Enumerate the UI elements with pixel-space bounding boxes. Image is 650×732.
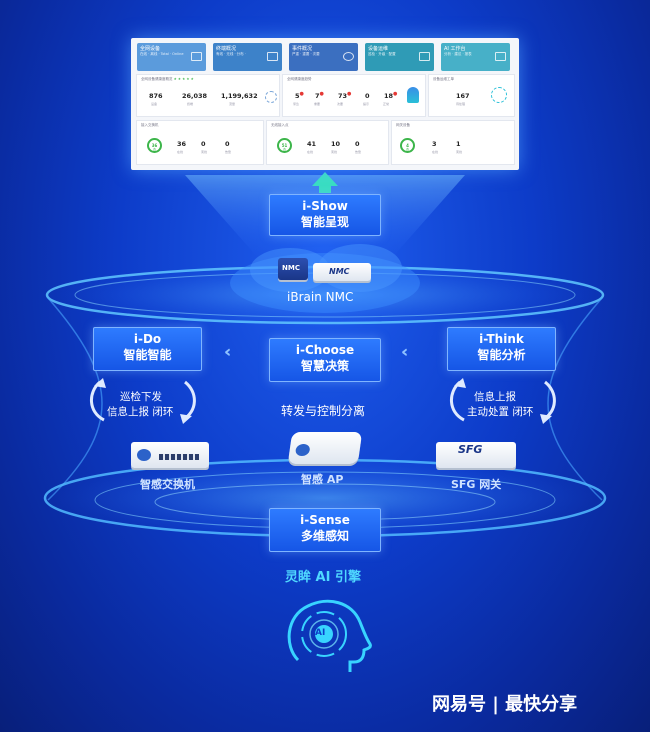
- upper-ring-glow: [45, 265, 605, 325]
- up-arrow-icon: [312, 172, 338, 193]
- ap-label: 智感 AP: [301, 473, 344, 486]
- switch-label: 智感交换机: [140, 478, 195, 491]
- dashboard-card-events: 事件概况严重 · 重要 · 次要: [289, 43, 358, 71]
- card-icon: [495, 52, 506, 61]
- network-graph-icon: [265, 91, 277, 103]
- dashboard-card-devices: 全网设备在线 · 离线 · Total · Online: [137, 43, 206, 71]
- gauge-icon: [407, 87, 419, 103]
- nmc-appliance-icon: NMC: [313, 263, 371, 281]
- engine-label: 灵眸 AI 引擎: [285, 570, 361, 585]
- dashboard-panel: 全网设备在线 · 离线 · Total · Online 终端概况有线 · 无线…: [131, 38, 519, 170]
- watermark: 网易号 | 最快分享: [432, 694, 578, 715]
- gateway-device-icon: SFG: [436, 442, 516, 468]
- switch-device-icon: [131, 442, 209, 468]
- cloud-shape: [230, 253, 420, 313]
- center-text: 转发与控制分离: [281, 404, 366, 418]
- stats-panel-overview: 全网设备健康度概览 ★ ★ ★ ★ ★ 876 26,038 1,199,632…: [136, 74, 280, 117]
- ops-icon: [491, 87, 507, 103]
- ai-badge: AI: [315, 628, 326, 638]
- card-icon: [343, 52, 354, 61]
- card-icon: [419, 52, 430, 61]
- ai-head-icon: [287, 599, 372, 672]
- chevron-left-icon: ‹‹: [224, 342, 232, 361]
- nmc-server-icon: NMC: [278, 258, 308, 280]
- left-loop-line1: 巡检下发: [120, 391, 162, 403]
- left-loop-line2: 信息上报 闭环: [107, 406, 174, 418]
- dashboard-card-ops: 设备运维巡检 · 升级 · 配置: [365, 43, 434, 71]
- ap-device-icon: [287, 432, 363, 464]
- right-loop-line2: 主动处置 闭环: [467, 406, 534, 418]
- stats-panel-health: 全网健康度趋势 5● 7● 73● 0 18● 紧急 重要 次要 提示 正常: [282, 74, 426, 117]
- card-icon: [267, 52, 278, 61]
- gateway-label: SFG 网关: [451, 478, 502, 491]
- stats-panel-ops: 设备运维工单 167 待处理: [428, 74, 515, 117]
- dashboard-card-terminals: 终端概况有线 · 无线 · 分布 ·: [213, 43, 282, 71]
- dashboard-card-ai: AI 工作台分析 · 建议 · 报表: [441, 43, 510, 71]
- card-icon: [191, 52, 202, 61]
- right-loop-line1: 信息上报: [474, 391, 516, 403]
- chevron-left-icon: ‹‹: [401, 342, 409, 361]
- nmc-label: iBrain NMC: [287, 290, 354, 304]
- loop-right-arrow-icon: [450, 380, 465, 422]
